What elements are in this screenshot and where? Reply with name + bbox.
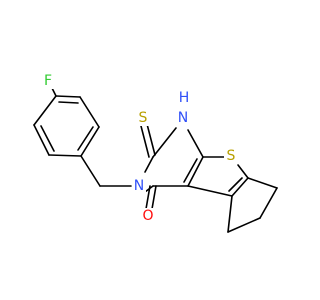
bond-c7a-c3a-double bbox=[228, 177, 243, 192]
bond-ar2 bbox=[33, 124, 50, 156]
bond-ar3 bbox=[48, 154, 82, 157]
bond-ar-double1 bbox=[40, 125, 55, 152]
bond-n3-c2 bbox=[144, 156, 154, 173]
atom-s-ring: S bbox=[227, 148, 236, 164]
bond-c7a-ch2a bbox=[247, 177, 278, 189]
molecule-diagram: F S H N S N O bbox=[33, 73, 278, 233]
n1-bg bbox=[176, 110, 190, 126]
bond-c8a-c4a bbox=[187, 156, 204, 187]
molecule-svg: F S H N S N O bbox=[33, 73, 278, 233]
bond-ch2a-ch2b bbox=[259, 187, 278, 219]
atom-s-thione: S bbox=[139, 110, 148, 126]
bond-n1-c8a bbox=[187, 129, 204, 158]
bond-ar4 bbox=[80, 126, 100, 157]
atom-h: H bbox=[179, 90, 190, 106]
atom-f: F bbox=[44, 73, 52, 89]
bond-s-c7a bbox=[237, 164, 249, 179]
bond-c3a-c4a bbox=[187, 185, 233, 197]
bond-ar-double2 bbox=[77, 126, 94, 151]
n3-bg bbox=[132, 178, 146, 194]
f-bg bbox=[41, 73, 55, 89]
bond-ar6 bbox=[55, 95, 81, 98]
bond-ch2b-ch2c bbox=[227, 217, 261, 233]
bond-c2-n1 bbox=[152, 127, 177, 158]
bond-c8a-c4a-double bbox=[183, 158, 198, 183]
bond-ar-ch2 bbox=[80, 155, 101, 187]
bond-c4-o-double-a bbox=[145, 185, 151, 210]
bond-c2-s-double-b bbox=[146, 123, 156, 156]
atom-n1: N bbox=[178, 110, 188, 126]
atom-n3: N bbox=[134, 178, 144, 194]
bond-c7a-c3a bbox=[231, 177, 249, 197]
bonds bbox=[33, 81, 278, 233]
s-thione-bg bbox=[136, 110, 150, 126]
o-bg bbox=[141, 208, 155, 224]
bond-c4-o-double-b bbox=[151, 185, 157, 210]
atom-labels: F S H N S N O bbox=[41, 73, 238, 224]
bond-c2-s-double-a bbox=[140, 125, 150, 158]
bond-ar-double3 bbox=[58, 101, 79, 104]
bond-ch2c-c3a bbox=[227, 195, 233, 233]
bond-ar1 bbox=[33, 95, 57, 126]
s-ring-bg bbox=[224, 148, 238, 164]
bond-ar5 bbox=[79, 96, 100, 128]
atom-o: O bbox=[142, 208, 153, 224]
